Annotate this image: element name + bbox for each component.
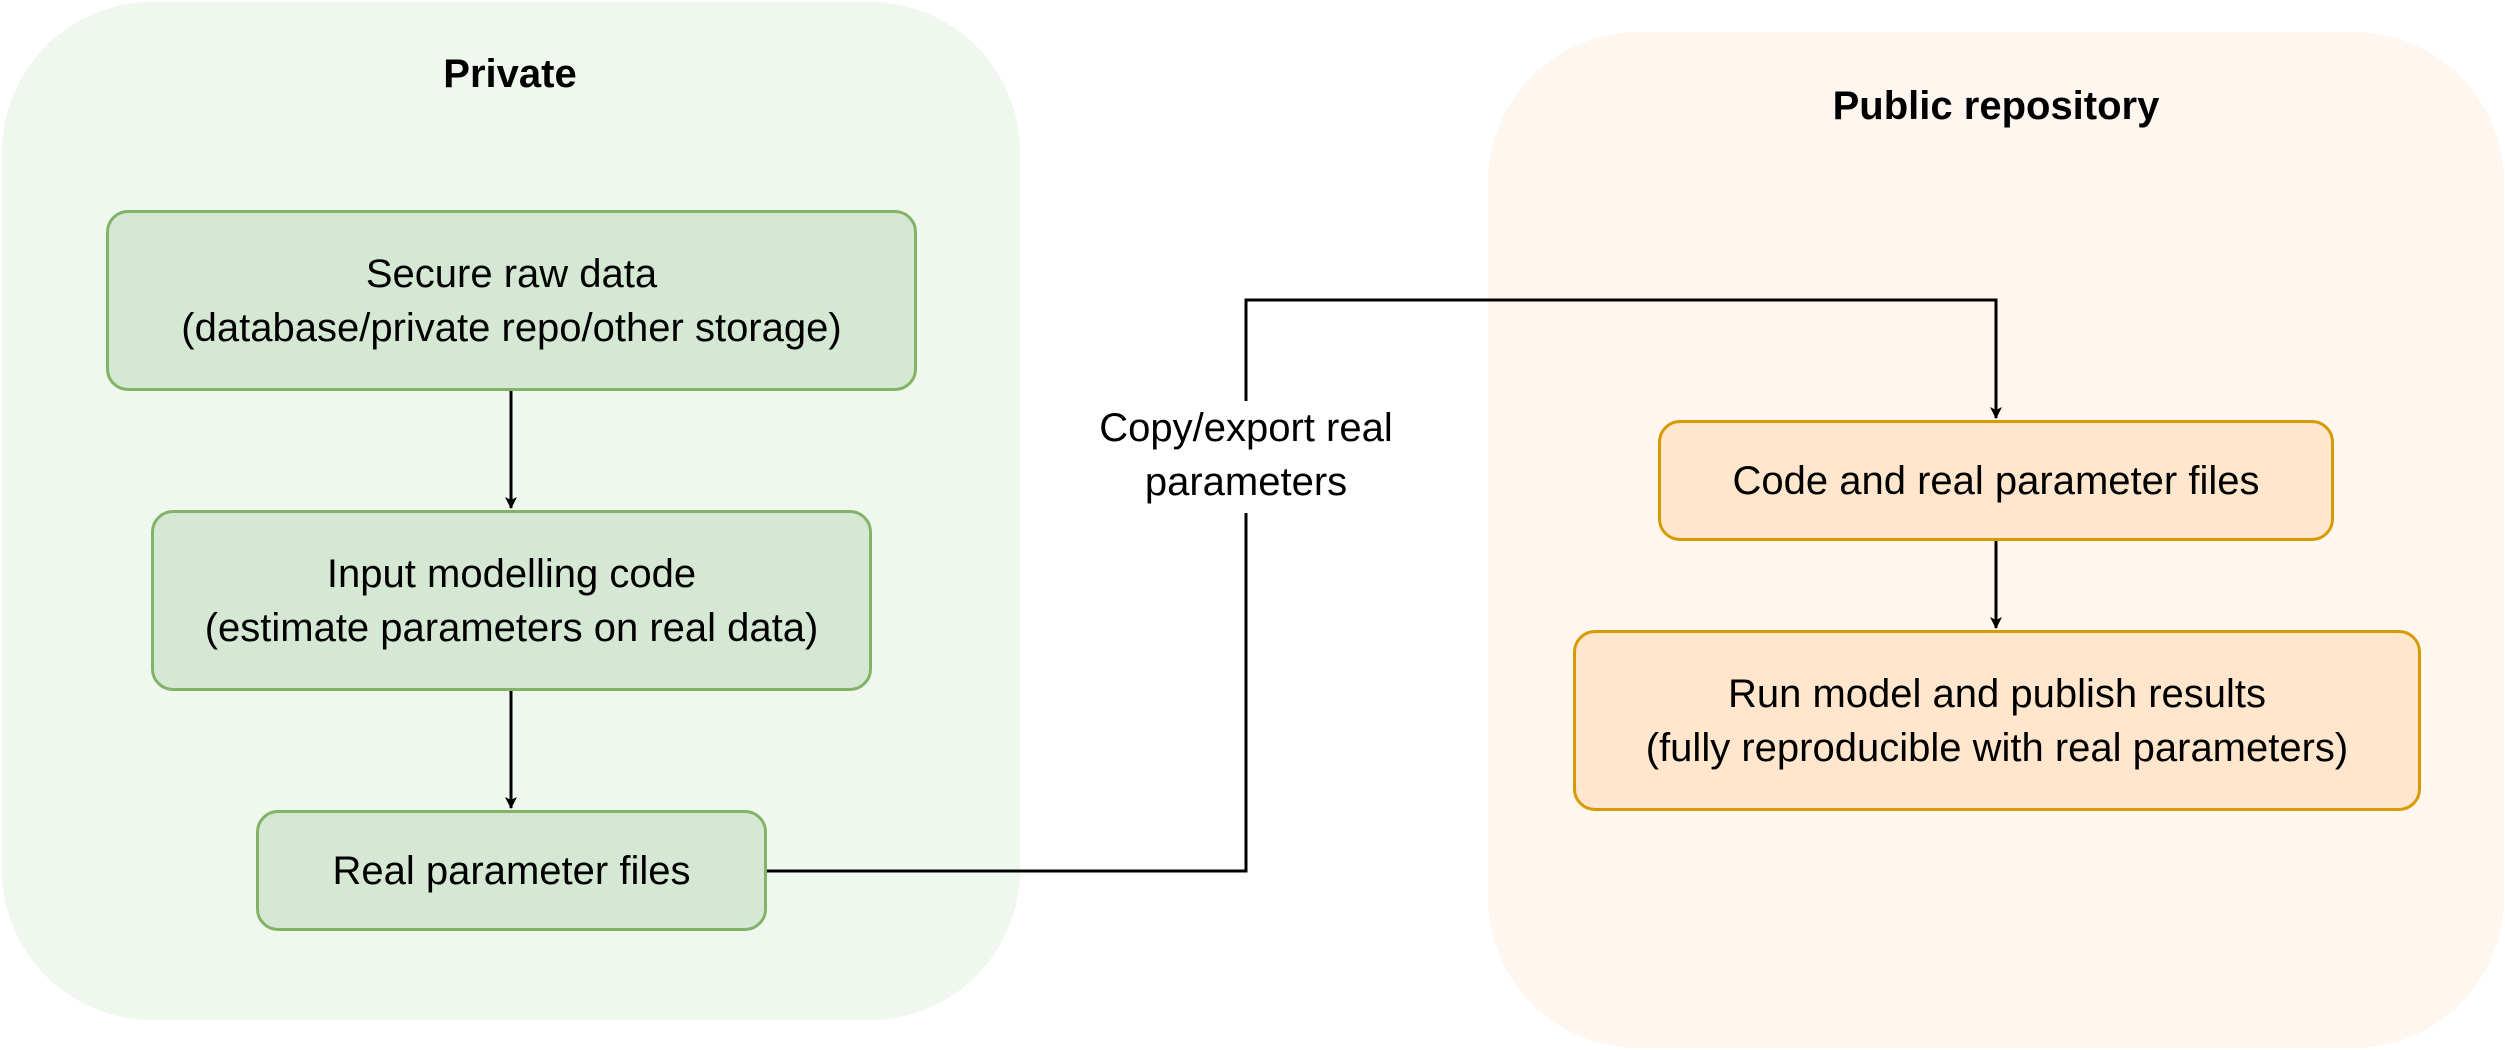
private-region-title: Private <box>443 52 577 96</box>
export-edge-label: Copy/export real parameters <box>1066 401 1426 513</box>
node-real-parameter-files: Real parameter files <box>256 810 767 931</box>
node-code-and-real-parameter-files-title: Code and real parameter files <box>1732 458 2260 503</box>
arrow-param-to-public <box>767 298 2002 873</box>
export-edge-label-line1: Copy/export real <box>1099 406 1393 450</box>
node-input-modelling-code-title: Input modelling code <box>326 551 697 596</box>
node-code-and-real-parameter-files: Code and real parameter files <box>1658 420 2334 541</box>
node-input-modelling-code: Input modelling code (estimate parameter… <box>151 510 872 691</box>
node-real-parameter-files-title: Real parameter files <box>332 848 691 893</box>
node-secure-raw-data: Secure raw data (database/private repo/o… <box>106 210 917 391</box>
public-region-title: Public repository <box>1832 84 2160 128</box>
node-run-model-publish-results-title: Run model and publish results <box>1727 671 2267 716</box>
export-edge-label-line2: parameters <box>1144 460 1348 504</box>
node-secure-raw-data-subtitle: (database/private repo/other storage) <box>181 305 842 350</box>
node-secure-raw-data-title: Secure raw data <box>365 251 658 296</box>
node-run-model-publish-results: Run model and publish results (fully rep… <box>1573 630 2421 811</box>
node-input-modelling-code-subtitle: (estimate parameters on real data) <box>204 605 819 650</box>
node-run-model-publish-results-subtitle: (fully reproducible with real parameters… <box>1645 725 2349 770</box>
